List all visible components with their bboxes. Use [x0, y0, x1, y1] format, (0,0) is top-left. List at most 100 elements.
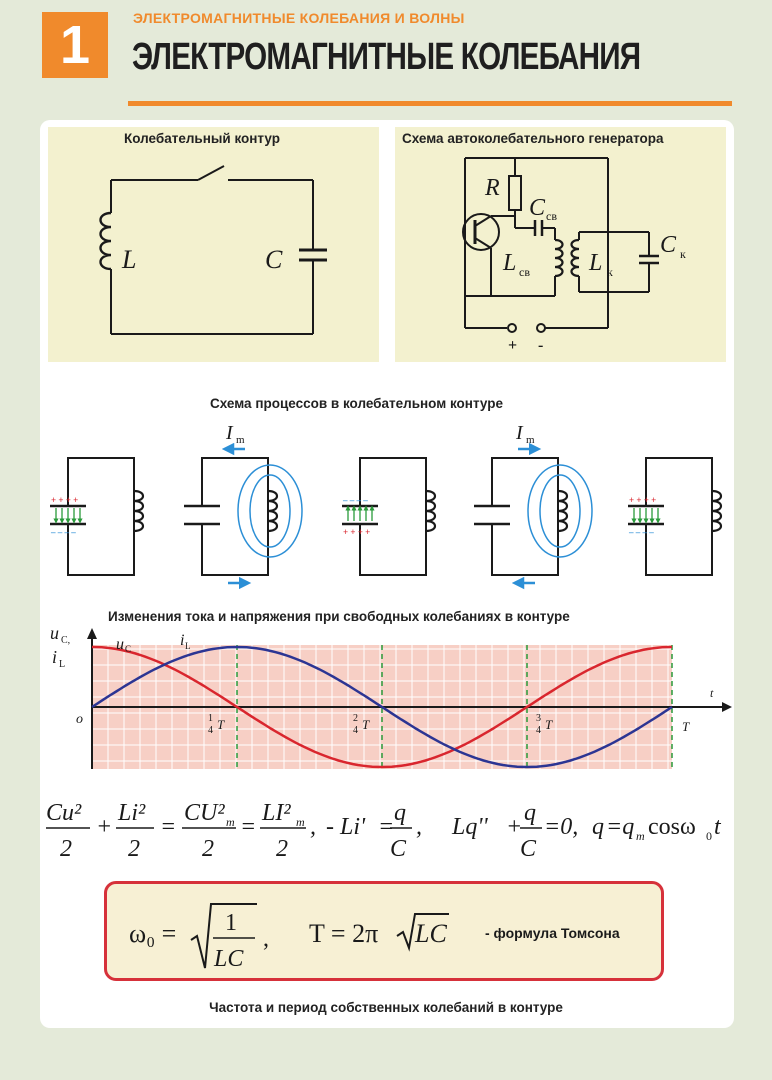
- svg-text:+: +: [506, 814, 522, 840]
- tick-1-num: 1: [208, 713, 213, 724]
- processes-diagram: + + + + – – – – – – – – + + + + + + + + – –…: [50, 422, 723, 590]
- y-label-i-sub: L: [59, 659, 65, 670]
- svg-text:,: ,: [263, 926, 269, 952]
- section-supertitle: ЭЛЕКТРОМАГНИТНЫЕ КОЛЕБАНИЯ И ВОЛНЫ: [133, 10, 465, 26]
- tick-2-label: T: [362, 717, 370, 732]
- current-sub-2: m: [526, 434, 535, 446]
- y-axis-arrow: [87, 628, 97, 639]
- plus-terminal: +: [508, 337, 517, 354]
- tick-3-num: 3: [536, 713, 541, 724]
- x-axis-arrow: [722, 702, 732, 712]
- frac-lc: LC: [213, 946, 244, 972]
- svg-text:m: m: [636, 829, 645, 843]
- thomson-formula-box: ω₀ = 1 LC , T = 2π LC - формула Томсона: [104, 881, 664, 981]
- svg-text:C: C: [390, 836, 407, 862]
- frac-one: 1: [225, 910, 237, 936]
- svg-text:m: m: [226, 815, 235, 829]
- l-sv-label: L: [502, 250, 516, 276]
- tick-2-den: 4: [353, 725, 358, 736]
- svg-text:=: =: [240, 814, 256, 840]
- c-sv-label: C: [529, 195, 546, 221]
- y-label-u-sub: C,: [61, 635, 70, 646]
- title-underline: [128, 101, 732, 106]
- current-label-2: I: [515, 422, 524, 444]
- current-curve: [91, 645, 673, 769]
- tick-3-den: 4: [536, 725, 541, 736]
- svg-text:– – – –: – – – –: [628, 527, 654, 537]
- svg-text:q: q: [524, 800, 536, 826]
- curve-i-label: i: [180, 632, 184, 649]
- generator-title: Схема автоколебательного генератора: [402, 131, 664, 146]
- current-sub-1: m: [236, 434, 245, 446]
- t-axis-label: t: [710, 686, 714, 700]
- svg-text:2: 2: [60, 836, 72, 862]
- page-title: ЭЛЕКТРОМАГНИТНЫЕ КОЛЕБАНИЯ: [132, 36, 641, 78]
- period-label: T = 2π: [309, 919, 378, 948]
- tick-1-label: T: [217, 717, 225, 732]
- oscillation-graph: u C, i L u C i L o t 1 4 2 4 3 4 T T T T: [50, 625, 732, 769]
- svg-text:Lq'': Lq'': [451, 814, 488, 840]
- svg-text:2: 2: [202, 836, 214, 862]
- svg-text:Li²: Li²: [117, 800, 146, 826]
- l-sv-sub: св: [519, 265, 530, 279]
- generator-diagram: R C св L св L к C к + -: [462, 157, 686, 354]
- omega-label: ω₀ =: [129, 919, 176, 948]
- section-number-badge: 1: [42, 12, 108, 78]
- y-label-u: u: [50, 625, 59, 643]
- tick-3-label: T: [545, 717, 553, 732]
- bottom-caption: Частота и период собственных колебаний в…: [209, 1000, 563, 1015]
- svg-text:- Li': - Li': [326, 814, 366, 840]
- svg-text:+ + + +: + + + +: [343, 527, 370, 537]
- l-k-sub: к: [607, 265, 613, 279]
- curve-u-sub: C: [125, 644, 131, 654]
- y-label-i: i: [52, 647, 57, 667]
- tick-4-label: T: [682, 719, 690, 734]
- svg-text:=q: =q: [606, 814, 634, 840]
- svg-text:Cu²: Cu²: [46, 800, 82, 826]
- tick-1-den: 4: [208, 725, 213, 736]
- svg-text:=: =: [160, 814, 176, 840]
- lc-circuit-diagram: L C: [99, 165, 327, 335]
- svg-text:+ + + +: + + + +: [629, 495, 656, 505]
- svg-text:– – – –: – – – –: [342, 495, 368, 505]
- c-sv-sub: св: [546, 209, 557, 223]
- svg-text:+: +: [96, 814, 112, 840]
- svg-text:C: C: [520, 836, 537, 862]
- origin-label: o: [76, 712, 83, 727]
- c-k-label: C: [660, 232, 677, 258]
- lc-circuit-title: Колебательный контур: [124, 131, 280, 146]
- inductor-label: L: [121, 245, 136, 274]
- resistor-label: R: [484, 175, 500, 201]
- capacitor-label: C: [265, 245, 283, 274]
- generator-panel: [395, 127, 726, 362]
- svg-text:CU²: CU²: [184, 800, 225, 826]
- thomson-note: - формула Томсона: [485, 925, 620, 941]
- svg-text:2: 2: [128, 836, 140, 862]
- svg-text:– – – –: – – – –: [50, 527, 76, 537]
- svg-text:,: ,: [310, 814, 316, 840]
- svg-text:LI²: LI²: [261, 800, 291, 826]
- svg-text:,: ,: [416, 814, 422, 840]
- thomson-formula: ω₀ = 1 LC , T = 2π LC - формула Томсона: [129, 903, 620, 972]
- l-k-label: L: [588, 250, 602, 276]
- graph-title: Изменения тока и напряжения при свободны…: [108, 609, 570, 624]
- voltage-curve: [91, 645, 673, 769]
- minus-terminal: -: [538, 337, 543, 354]
- tick-2-num: 2: [353, 713, 358, 724]
- svg-text:m: m: [296, 815, 305, 829]
- svg-text:=0,: =0,: [544, 814, 578, 840]
- c-k-sub: к: [680, 247, 686, 261]
- current-label-1: I: [225, 422, 234, 444]
- processes-title: Схема процессов в колебательном контуре: [210, 396, 503, 411]
- svg-text:q: q: [592, 814, 604, 840]
- svg-text:2: 2: [276, 836, 288, 862]
- curve-i-sub: L: [185, 641, 191, 651]
- svg-text:+ + + +: + + + +: [51, 495, 78, 505]
- svg-text:=: =: [378, 814, 394, 840]
- period-lc: LC: [414, 919, 447, 948]
- svg-text:t: t: [714, 814, 722, 840]
- svg-text:cosω: cosω: [648, 814, 696, 840]
- curve-u-label: u: [116, 636, 124, 653]
- svg-text:q: q: [394, 800, 406, 826]
